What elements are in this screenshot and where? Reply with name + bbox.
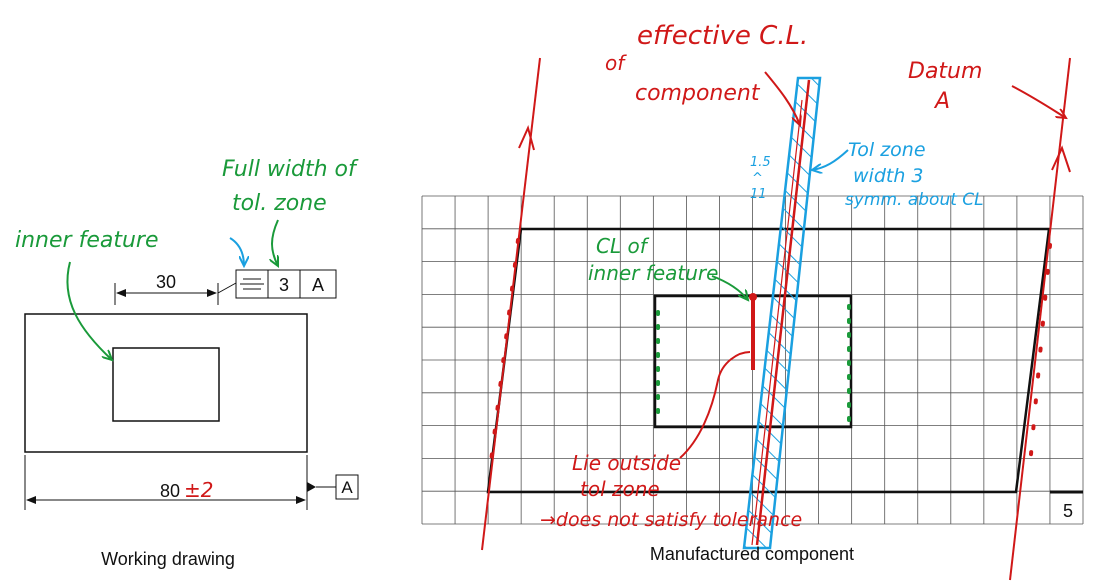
note-outside-1: Lie outside (572, 451, 681, 475)
note-full-width-1: Full width of (222, 157, 359, 182)
dim-80-tolerance: ±2 (184, 478, 213, 502)
note-tolzone-3: symm. about CL (845, 190, 984, 210)
grid-label: 5 (1063, 501, 1073, 521)
symmetry-icon (240, 278, 264, 290)
note-cl-inner-2: inner feature (588, 261, 718, 285)
fcf-leader (217, 282, 237, 294)
note-full-width-2: tol. zone (232, 191, 327, 216)
arrow-cl-inner (711, 275, 748, 300)
note-effective-1: effective C.L. (637, 21, 808, 51)
right-edge-dots (1028, 243, 1052, 467)
effective-centerline (755, 79, 811, 546)
fcf-datum: A (312, 275, 324, 295)
outer-part-outline (24, 313, 308, 453)
effective-centerline-2 (751, 99, 803, 546)
arrow-effective (764, 71, 800, 125)
note-inner-feature: inner feature (15, 228, 158, 253)
feature-control-frame: 3 A (235, 269, 337, 299)
note-tolzone-1: Tol zone (848, 139, 926, 161)
dim-80-text: 80 (160, 481, 180, 501)
dim-30-text: 30 (156, 272, 176, 292)
datum-box (335, 474, 359, 500)
note-tolzone-2: width 3 (853, 165, 924, 187)
datum-line-right (1009, 57, 1071, 581)
caption-manufactured: Manufactured component (650, 544, 854, 564)
arrow-outside (679, 351, 751, 459)
datum-label: A (341, 478, 353, 497)
note-outside-3: →does not satisfy tolerance (540, 509, 802, 531)
note-half-2: ^ (752, 171, 763, 186)
arrow-full-width (272, 219, 278, 266)
working-drawing: 30 3 A 80 ±2 A inner feature Full wi (15, 157, 359, 569)
note-effective-3: component (635, 81, 761, 106)
note-half-3: 11 (750, 187, 767, 202)
datum-line-left (481, 57, 541, 551)
arrow-datum (1011, 85, 1066, 118)
inner-feature-outline (112, 347, 220, 422)
datum-arrow-left (518, 125, 535, 151)
datum-triangle (307, 482, 316, 492)
manufactured-component: 5 effective C.L. of component Datum (421, 21, 1084, 581)
left-edge-dots (488, 238, 520, 472)
arrow-tolzone (812, 149, 849, 170)
fcf-value: 3 (279, 275, 289, 295)
arrow-symbol-blue (229, 237, 244, 266)
note-datum-2: A (933, 89, 950, 114)
datum-arrow-right (1051, 145, 1071, 173)
arrow-inner-feature (66, 261, 112, 360)
note-effective-2: of (605, 51, 627, 75)
note-half-1: 1.5 (750, 155, 771, 170)
inner-centerline-dot (749, 293, 757, 301)
note-cl-inner-1: CL of (596, 234, 650, 258)
note-datum-1: Datum (908, 59, 982, 84)
note-outside-2: tol zone (580, 477, 660, 501)
caption-working-drawing: Working drawing (101, 549, 235, 569)
